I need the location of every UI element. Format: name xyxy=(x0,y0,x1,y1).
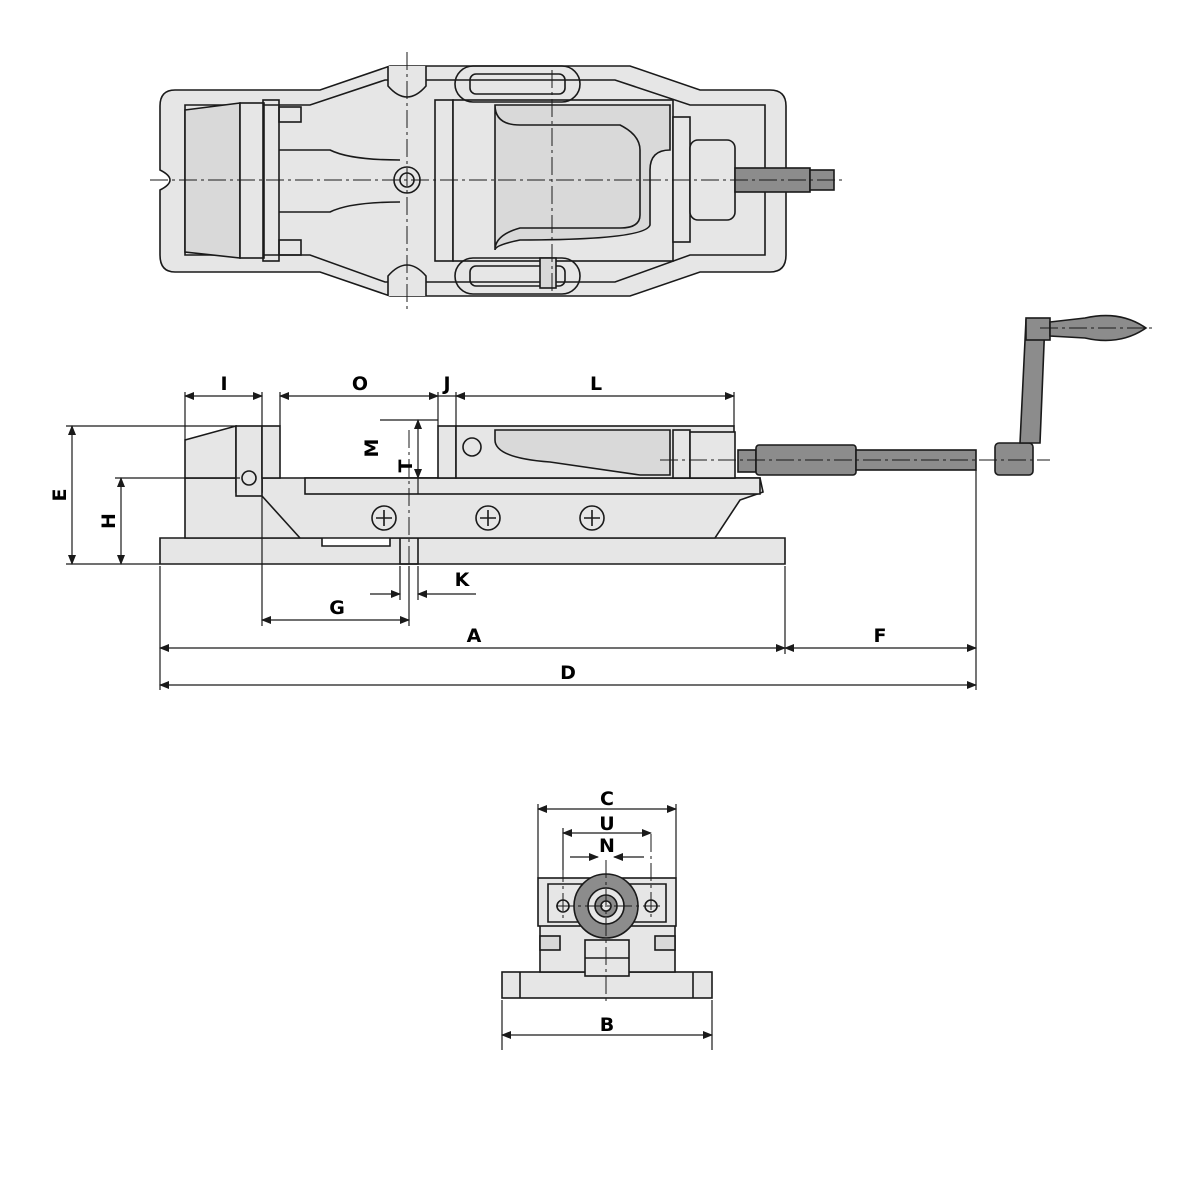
dim-label-G: G xyxy=(329,597,345,619)
front-base-steps xyxy=(519,972,694,998)
top-jaw-step-lower xyxy=(278,239,302,256)
side-handle-hub xyxy=(1025,317,1051,341)
top-lock-pin xyxy=(539,257,557,289)
dim-label-U: U xyxy=(599,813,614,835)
dim-label-D: D xyxy=(560,662,576,684)
front-dimensions: C U N B xyxy=(501,788,713,1050)
dim-label-L: L xyxy=(590,373,602,395)
top-guide-slot-upper-inner xyxy=(469,73,566,95)
side-bolt-crosses xyxy=(376,510,600,526)
top-extension-lines xyxy=(184,392,735,440)
dim-label-B: B xyxy=(600,1014,614,1036)
side-base-plate xyxy=(159,537,786,565)
top-base-inner-outline xyxy=(184,79,766,283)
side-body-chamfer xyxy=(261,495,301,539)
front-gib-right xyxy=(654,935,676,951)
dim-label-I: I xyxy=(220,373,227,395)
dim-label-T: T xyxy=(395,459,417,472)
dim-label-A: A xyxy=(467,625,482,647)
side-fixed-jaw-back xyxy=(184,424,237,479)
adf-extension-lines xyxy=(159,470,977,690)
side-moving-jaw-plate xyxy=(437,425,457,479)
front-view xyxy=(501,834,713,1005)
top-jaw-step-upper xyxy=(278,106,302,123)
side-fixed-jaw-screw xyxy=(241,470,257,486)
gk-extension-lines xyxy=(261,496,419,626)
side-bolt-1 xyxy=(371,505,397,531)
front-extension-lines xyxy=(501,804,713,1050)
top-guide-slot-lower xyxy=(454,257,581,295)
side-jaw-rear xyxy=(672,429,691,479)
dim-label-F: F xyxy=(874,625,887,647)
side-view xyxy=(159,314,1152,600)
front-gib-left xyxy=(539,935,561,951)
dim-label-N: N xyxy=(599,835,615,857)
dim-label-E: E xyxy=(49,489,71,502)
top-screw-channel xyxy=(279,149,401,213)
dim-label-C: C xyxy=(600,788,614,810)
top-view xyxy=(150,52,845,312)
top-guide-slot-lower-inner xyxy=(469,265,566,287)
side-fixed-jaw-plate xyxy=(261,425,281,479)
side-moving-jaw-screw xyxy=(462,437,482,457)
side-handle-socket xyxy=(994,442,1034,476)
dim-label-H: H xyxy=(98,513,120,529)
side-bolt-2 xyxy=(475,505,501,531)
top-guide-slot-upper xyxy=(454,65,581,103)
side-spindle-collar xyxy=(737,449,757,473)
side-dimensions: I O J L M T E H G K A F D xyxy=(49,373,977,690)
dim-label-M: M xyxy=(361,439,383,458)
side-screw-housing xyxy=(689,431,736,479)
side-slide-rail xyxy=(304,477,761,495)
eh-extension-lines xyxy=(66,425,240,565)
dim-label-J: J xyxy=(441,373,450,395)
dim-label-K: K xyxy=(455,569,471,591)
side-jaw-wedge xyxy=(494,429,671,476)
dim-label-O: O xyxy=(352,373,368,395)
side-bolt-3 xyxy=(579,505,605,531)
top-jaw-u-shape xyxy=(494,104,671,251)
